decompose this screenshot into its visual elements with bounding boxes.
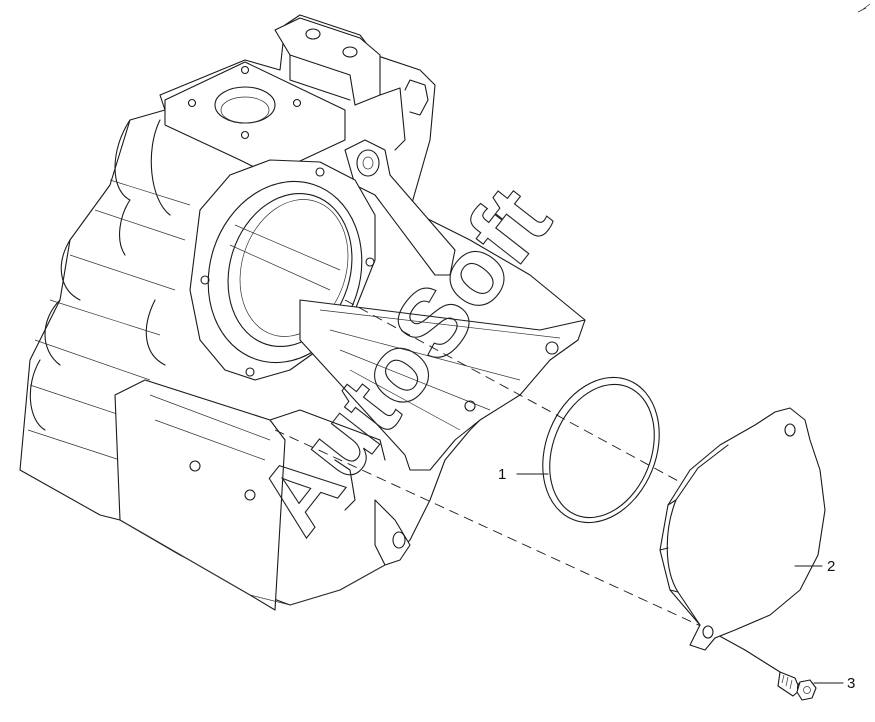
callout-3: 3 xyxy=(813,675,855,692)
o-ring xyxy=(542,376,660,524)
corner-mark xyxy=(857,3,871,13)
engine-block-housing xyxy=(19,14,586,611)
callout-label-3: 3 xyxy=(847,675,855,692)
cover-plate xyxy=(659,407,826,651)
callout-2: 2 xyxy=(794,558,835,575)
callout-1: 1 xyxy=(498,466,549,483)
flange-bolt xyxy=(777,671,817,701)
callout-label-2: 2 xyxy=(827,558,835,575)
callout-label-1: 1 xyxy=(498,466,506,483)
